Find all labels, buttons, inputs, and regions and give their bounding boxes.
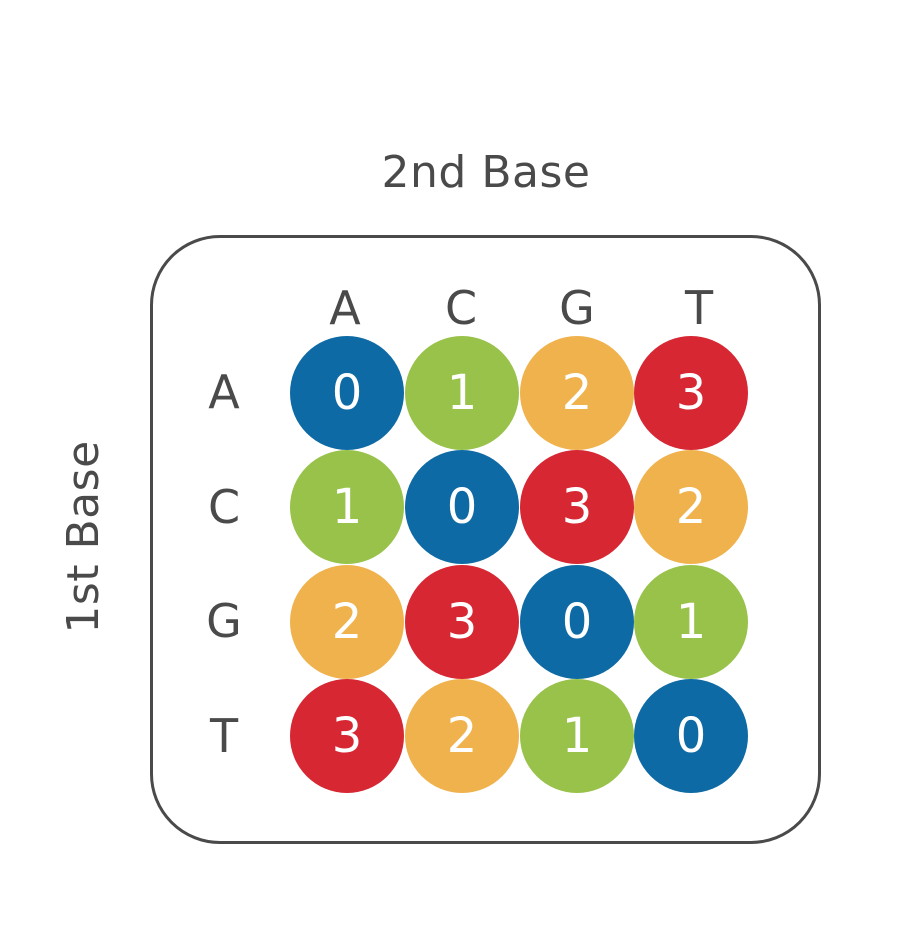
row-header-g: G: [206, 594, 242, 648]
cell-g-c: 3: [405, 565, 519, 679]
cell-g-g: 0: [520, 565, 634, 679]
column-header-a: A: [329, 281, 361, 335]
cell-c-c: 0: [405, 450, 519, 564]
row-header-c: C: [207, 480, 241, 534]
cell-t-g: 1: [520, 679, 634, 793]
cell-g-a: 2: [290, 565, 404, 679]
first-base-label: 1st Base: [58, 440, 109, 634]
cell-g-t: 1: [634, 565, 748, 679]
cell-t-t: 0: [634, 679, 748, 793]
cell-c-t: 2: [634, 450, 748, 564]
cell-a-a: 0: [290, 336, 404, 450]
row-header-a: A: [208, 365, 240, 419]
row-header-t: T: [209, 709, 239, 763]
column-header-c: C: [444, 281, 478, 335]
second-base-label: 2nd Base: [381, 147, 591, 198]
column-header-g: G: [559, 281, 595, 335]
cell-a-g: 2: [520, 336, 634, 450]
cell-a-t: 3: [634, 336, 748, 450]
column-header-t: T: [684, 281, 714, 335]
cell-c-g: 3: [520, 450, 634, 564]
cell-c-a: 1: [290, 450, 404, 564]
cell-t-a: 3: [290, 679, 404, 793]
cell-a-c: 1: [405, 336, 519, 450]
matrix-frame: [150, 235, 821, 844]
cell-t-c: 2: [405, 679, 519, 793]
